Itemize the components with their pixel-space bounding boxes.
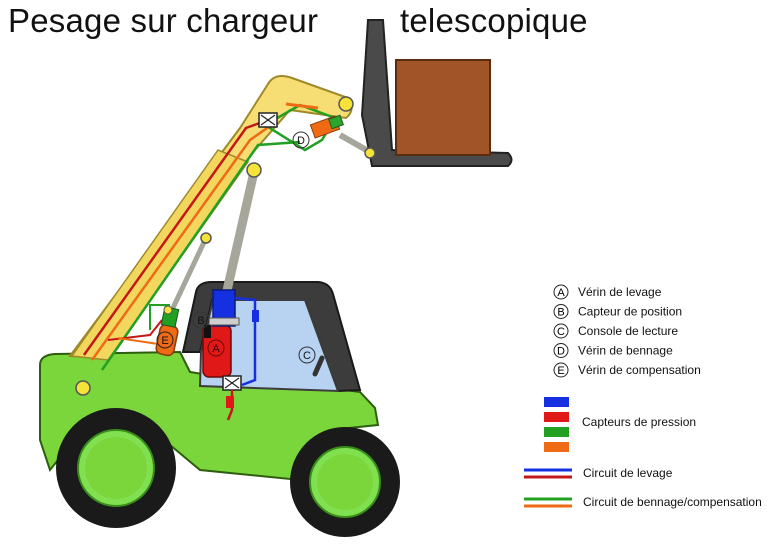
legend-circuit-lift: Circuit de levage [524,466,673,480]
legend-letter: A [557,287,565,299]
legend-item-a: A Vérin de levage [553,284,662,300]
svg-text:C: C [303,350,311,362]
circuit-lift-label: Circuit de levage [583,466,673,480]
load-box [395,59,491,156]
legend-sensors: Capteurs de pression [544,397,696,452]
sensors-label: Capteurs de pression [582,415,696,429]
legend-letter-circle [553,323,569,339]
legend-item-d: D Vérin de bennage [553,343,673,358]
sensor-swatch-blue [544,397,569,407]
legend-letter: D [557,346,565,358]
legend-letter: B [557,307,564,319]
legend-label: Capteur de position [578,305,682,319]
lift-cylinder-rod [221,171,259,296]
marker-B: B [192,311,210,329]
boom-valve-block [258,112,278,128]
front-wheel [290,427,400,537]
legend-label: Vérin de compensation [578,363,701,377]
sensor-swatch-green [544,427,569,437]
tilt-cylinder-D [262,102,344,152]
pivot-joints [75,96,376,396]
rear-wheel [56,408,176,528]
marker-C: C [298,346,316,364]
svg-text:E: E [161,335,168,347]
position-sensor-B [204,325,211,338]
svg-text:D: D [297,135,305,147]
legend-label: Vérin de bennage [578,344,673,358]
legend-item-c: C Console de lecture [553,323,678,339]
svg-text:B: B [197,315,204,327]
compensation-rod [169,236,209,312]
legend-letter-circle [553,362,569,378]
legend-letter: C [557,326,565,338]
title-part-1: Pesage sur chargeur [8,2,319,39]
sensor-swatch-red [544,412,569,422]
legend-letter-circle [553,304,569,319]
legend-circuit-tilt: Circuit de bennage/compensation [524,495,762,509]
legend-item-b: B Capteur de position [553,304,682,319]
legend-item-e: E Vérin de compensation [553,362,701,378]
legend-label: Vérin de levage [578,285,662,299]
title-part-2: telescopique [400,2,588,39]
legend-letter: E [557,365,564,377]
marker-E: E [156,331,174,349]
marker-A: A [207,339,225,357]
legend-letter-circle [553,343,569,358]
tilt-circuit-green-line [100,140,301,371]
svg-text:A: A [212,343,220,355]
circuit-tilt-label: Circuit de bennage/compensation [583,495,762,509]
legend-letter-circle [553,284,569,300]
legend-label: Console de lecture [578,324,678,338]
sensor-swatch-orange [544,442,569,452]
tilt-circuit-orange-line [90,124,271,361]
marker-D: D [292,131,310,149]
tilt-rod [338,132,372,155]
